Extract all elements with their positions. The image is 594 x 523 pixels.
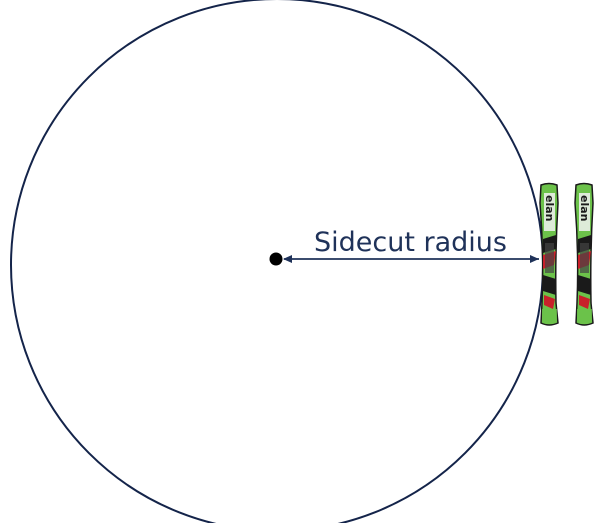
ski-brand-text: elan bbox=[578, 195, 591, 222]
sidecut-radius-label: Sidecut radius bbox=[314, 227, 507, 258]
center-point bbox=[269, 252, 283, 266]
ski-brand-text: elan bbox=[543, 195, 556, 222]
ski-image-left: elan bbox=[539, 182, 559, 326]
ski-image-right: elan bbox=[574, 182, 594, 326]
